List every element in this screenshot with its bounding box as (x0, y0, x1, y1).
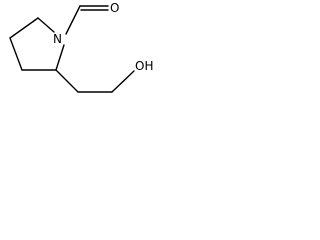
bond-ch2-oh (111, 70, 135, 93)
skeletal-formula-diagram: N O OH (9, 1, 153, 93)
bond-c3-c4 (9, 37, 23, 71)
formyl-group (65, 5, 109, 35)
carbonyl-oxygen-label: O (110, 1, 119, 15)
bond-c2-ch2 (55, 69, 79, 93)
bond-n-c2 (55, 44, 65, 71)
pyrrolidine-ring (9, 17, 65, 71)
hydroxyl-label: OH (135, 59, 153, 73)
hydroxyethyl-chain (55, 69, 135, 93)
bond-c5-n (37, 17, 55, 33)
bond-c4-c5 (9, 17, 39, 39)
nitrogen-label: N (53, 32, 62, 46)
bond-n-cho (65, 5, 81, 35)
